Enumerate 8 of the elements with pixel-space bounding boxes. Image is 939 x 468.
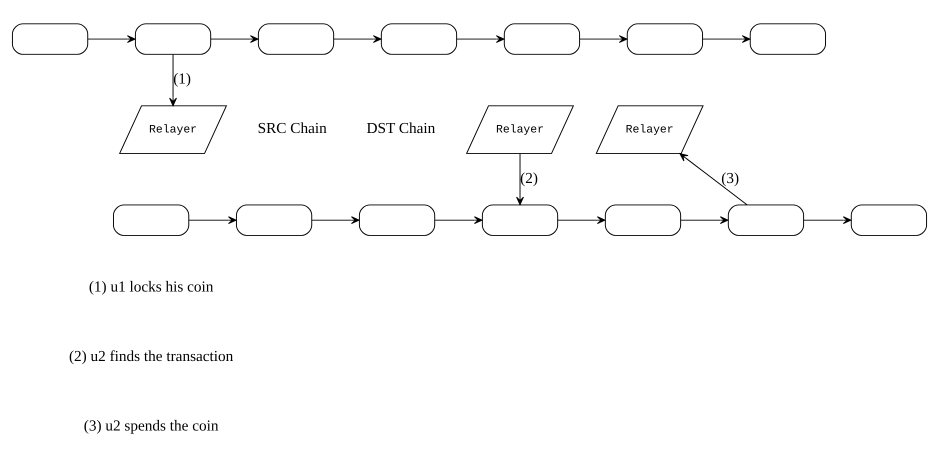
- label: SRC Chain: [258, 120, 327, 138]
- edge-label: (1): [173, 70, 191, 88]
- edge-label: (3): [721, 170, 740, 187]
- label: (3) u2 spends the coin: [84, 418, 218, 435]
- edge-label: (2): [520, 170, 538, 187]
- label: (1) u1 locks his coin: [88, 278, 214, 296]
- label: DST Chain: [366, 120, 436, 138]
- label: (2) u2 finds the transaction: [68, 348, 234, 366]
